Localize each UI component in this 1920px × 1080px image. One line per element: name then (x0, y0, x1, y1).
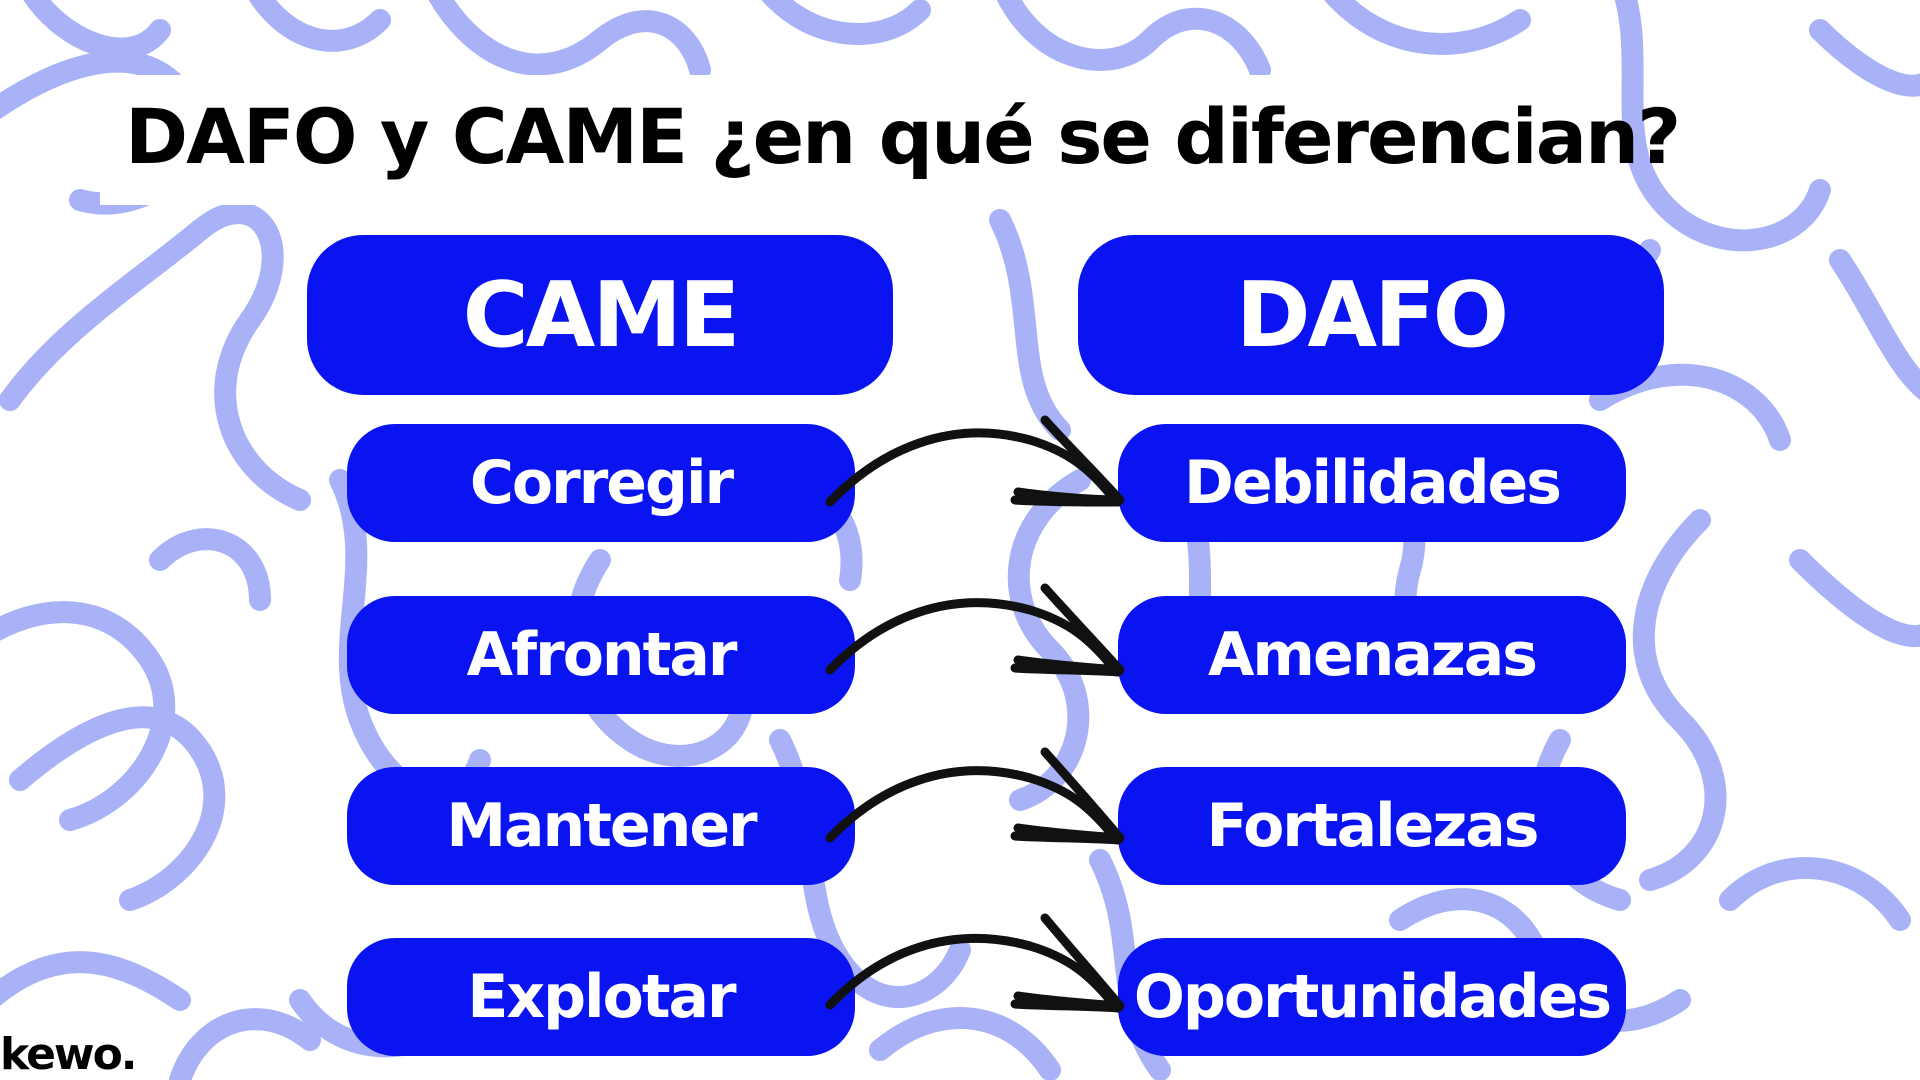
dafo-item-oportunidades: Oportunidades (1118, 938, 1626, 1056)
dafo-item-debilidades: Debilidades (1118, 424, 1626, 542)
came-item-mantener: Mantener (347, 767, 855, 885)
dafo-item-fortalezas: Fortalezas (1118, 767, 1626, 885)
came-item-explotar: Explotar (347, 938, 855, 1056)
title-backdrop (100, 75, 1620, 205)
dafo-header: DAFO (1078, 235, 1664, 395)
dafo-item-amenazas: Amenazas (1118, 596, 1626, 714)
came-item-corregir: Corregir (347, 424, 855, 542)
came-item-afrontar: Afrontar (347, 596, 855, 714)
kewo-logo: kewo. (0, 1029, 138, 1080)
came-header: CAME (307, 235, 893, 395)
page-title: DAFO y CAME ¿en qué se diferencian? (125, 92, 1681, 181)
